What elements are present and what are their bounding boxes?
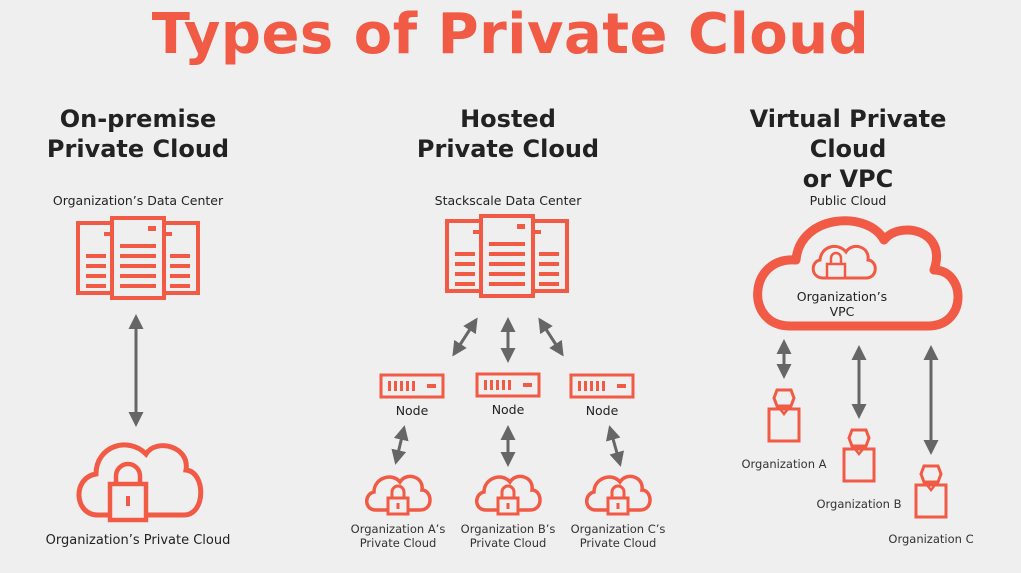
heading-line-1: Virtual Private Cloud: [749, 105, 947, 163]
vpc-label: Organization’s VPC: [796, 289, 888, 319]
cloud-lock-icon: [364, 474, 432, 516]
page-title: Types of Private Cloud: [151, 2, 870, 67]
heading-on-premise: On-premise Private Cloud: [28, 104, 248, 164]
org-c-cloud-label: Organization C’s Private Cloud: [570, 522, 666, 550]
heading-line-2: Private Cloud: [46, 135, 230, 163]
user-icon: [914, 464, 948, 519]
node-label: Node: [395, 403, 429, 418]
datacenter-label: Organization’s Data Center: [52, 193, 224, 208]
user-icon: [767, 388, 801, 443]
user-icon: [842, 428, 876, 483]
org-c-label: Organization C: [888, 532, 974, 546]
cloud-lock-icon: [584, 474, 652, 516]
cloud-lock-icon: [76, 442, 204, 523]
heading-hosted: Hosted Private Cloud: [398, 104, 618, 164]
heading-line-1: On-premise: [59, 105, 217, 133]
org-a-label: Organization A: [741, 457, 827, 471]
private-cloud-label: Organization’s Private Cloud: [45, 533, 231, 548]
org-b-label: Organization B: [816, 497, 902, 511]
public-cloud-icon: [753, 216, 963, 331]
vpc-cloud-lock-icon: [811, 244, 877, 280]
stackscale-label: Stackscale Data Center: [434, 193, 582, 208]
node-label: Node: [585, 403, 619, 418]
node-label: Node: [491, 402, 525, 417]
server-rack-icon: [445, 214, 569, 298]
heading-line-2: Private Cloud: [416, 135, 600, 163]
org-b-cloud-label: Organization B’s Private Cloud: [460, 522, 556, 550]
connector-arrow: [391, 425, 409, 465]
node-server-icon: [475, 372, 541, 398]
node-server-icon: [379, 373, 445, 399]
org-a-cloud-label: Organization A’s Private Cloud: [350, 522, 446, 550]
connector-arrow: [538, 317, 564, 357]
cloud-lock-icon: [474, 474, 542, 516]
heading-line-1: Hosted: [460, 105, 556, 133]
server-rack-icon: [76, 216, 200, 300]
node-server-icon: [569, 373, 635, 399]
heading-vpc: Virtual Private Cloud or VPC: [708, 104, 988, 194]
connector-arrow: [605, 425, 625, 467]
connector-arrow: [452, 317, 478, 357]
heading-line-2: or VPC: [802, 165, 894, 193]
public-cloud-label: Public Cloud: [809, 193, 887, 208]
